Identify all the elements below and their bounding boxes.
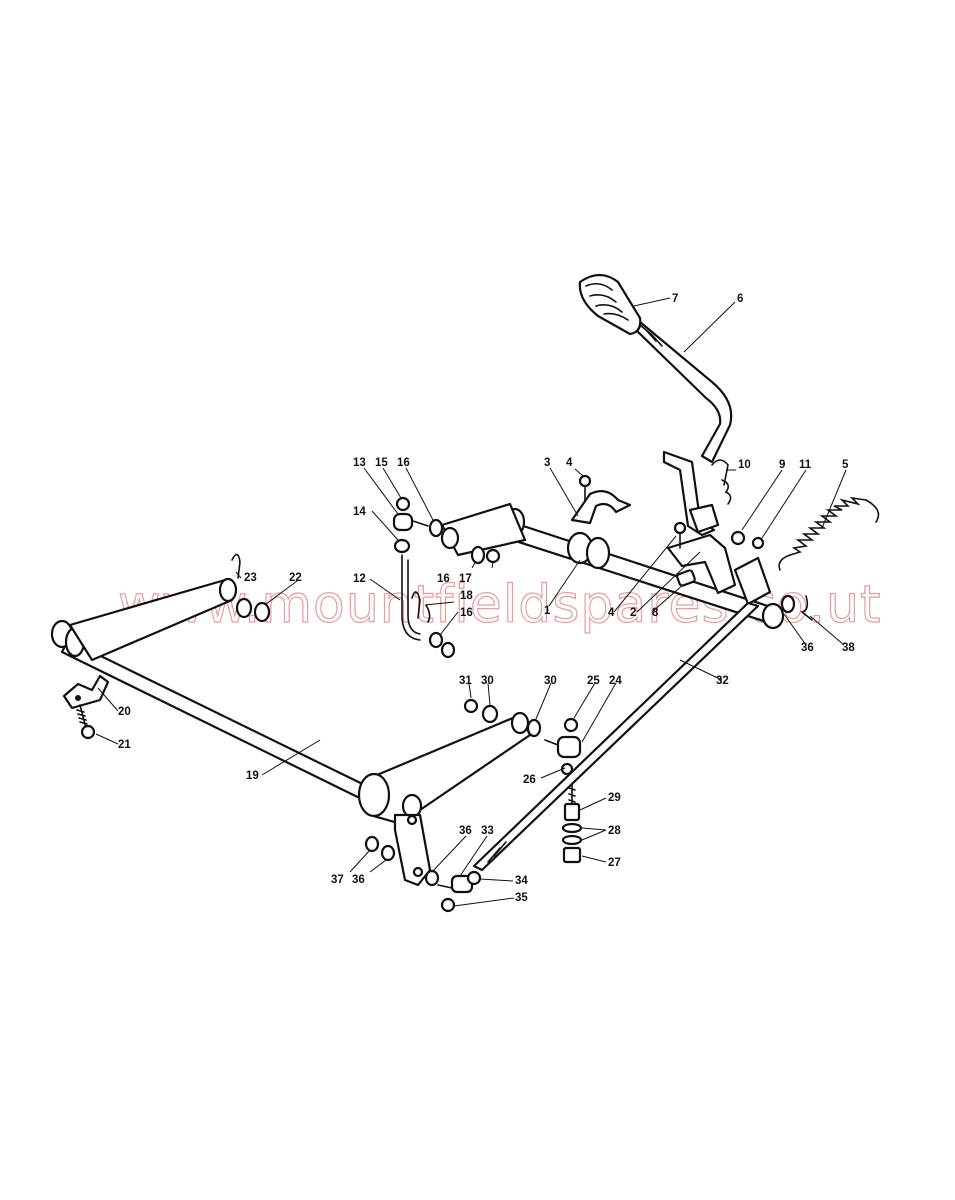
callout-36b: 36	[459, 825, 472, 837]
callout-19: 19	[246, 770, 259, 782]
callout-34: 34	[515, 875, 528, 887]
trunnion	[526, 717, 582, 776]
callout-16c: 16	[460, 607, 473, 619]
callout-37: 37	[331, 874, 344, 886]
lever-knob	[578, 273, 642, 336]
callout-28: 28	[608, 825, 621, 837]
nut-17	[485, 548, 501, 564]
nut-35	[440, 897, 456, 913]
callout-21: 21	[118, 739, 131, 751]
washer-22a	[235, 597, 253, 619]
lift-lever	[634, 320, 733, 537]
callout-24: 24	[609, 675, 622, 687]
leader-lines	[95, 297, 847, 907]
bolt-33	[437, 884, 453, 889]
callout-9: 9	[779, 459, 785, 471]
callout-5: 5	[842, 459, 849, 471]
shaft-clamp	[570, 489, 632, 525]
r-pin-23	[231, 553, 241, 579]
washer-22b	[253, 601, 271, 623]
callout-11: 11	[799, 459, 812, 471]
callout-7: 7	[672, 293, 678, 305]
washer-16-low2	[440, 641, 456, 659]
washer-30	[481, 704, 499, 724]
callout-20: 20	[118, 706, 131, 718]
washer-16-low	[428, 631, 444, 649]
callout-26: 26	[523, 774, 536, 786]
callout-33: 33	[481, 825, 494, 837]
link-rod-12	[401, 554, 421, 641]
callout-25: 25	[587, 675, 600, 687]
lift-rod	[472, 601, 760, 872]
callout-23: 23	[244, 572, 257, 584]
callout-16b: 16	[437, 573, 450, 585]
nut-14	[393, 538, 411, 554]
upper-lift-arm	[440, 502, 527, 557]
r-pin-18	[411, 591, 431, 623]
callout-14: 14	[353, 506, 366, 518]
screw-11	[751, 536, 765, 550]
callout-13: 13	[353, 457, 366, 469]
screw-4-upper	[578, 474, 592, 503]
right-lift-arm	[357, 711, 532, 827]
nut-15	[395, 496, 411, 512]
callout-38: 38	[842, 642, 855, 654]
trunnion-13	[392, 512, 414, 532]
callout-29: 29	[608, 792, 621, 804]
callout-30b: 30	[544, 675, 557, 687]
callout-30: 30	[481, 675, 494, 687]
callout-22: 22	[289, 572, 302, 584]
callout-labels: 7 6 13 15 16 3 4 10 9 11 5 14 12 16 17 1…	[118, 293, 855, 904]
bracket-screw	[76, 704, 96, 740]
callout-4: 4	[566, 457, 573, 469]
callout-12: 12	[353, 573, 366, 585]
callout-6: 6	[737, 293, 743, 305]
callout-27: 27	[608, 857, 621, 869]
torsion-spring	[711, 459, 732, 505]
callout-18: 18	[460, 590, 473, 602]
screw-4-lower	[673, 521, 687, 549]
washer-16-top	[428, 518, 444, 538]
drop-link-plate	[393, 813, 432, 887]
adjuster-stack	[561, 784, 583, 864]
washer-36-upper	[780, 594, 796, 614]
callout-4b: 4	[608, 607, 615, 619]
callout-8: 8	[652, 607, 659, 619]
callout-36: 36	[801, 642, 814, 654]
callout-16: 16	[397, 457, 410, 469]
callout-35: 35	[515, 892, 528, 904]
callout-32: 32	[716, 675, 729, 687]
nut-31	[463, 698, 479, 714]
washer-16-mid	[470, 545, 486, 565]
callout-15: 15	[375, 457, 388, 469]
nut-9	[730, 530, 746, 546]
callout-2: 2	[630, 607, 636, 619]
tension-spring	[778, 496, 880, 571]
washer-36-mid	[424, 869, 440, 887]
callout-17: 17	[459, 573, 472, 585]
r-pin-38	[800, 595, 813, 621]
bolt-8	[676, 569, 696, 587]
nut-37	[364, 835, 380, 853]
callout-10: 10	[738, 459, 751, 471]
washer-36-lower	[380, 844, 396, 862]
nut-34	[466, 870, 482, 886]
left-lift-arm	[68, 577, 238, 662]
mounting-bracket	[62, 674, 110, 710]
bolt-13	[412, 520, 429, 527]
callout-1: 1	[544, 605, 551, 617]
callout-3: 3	[544, 457, 550, 469]
callout-31: 31	[459, 675, 472, 687]
callout-36c: 36	[352, 874, 365, 886]
